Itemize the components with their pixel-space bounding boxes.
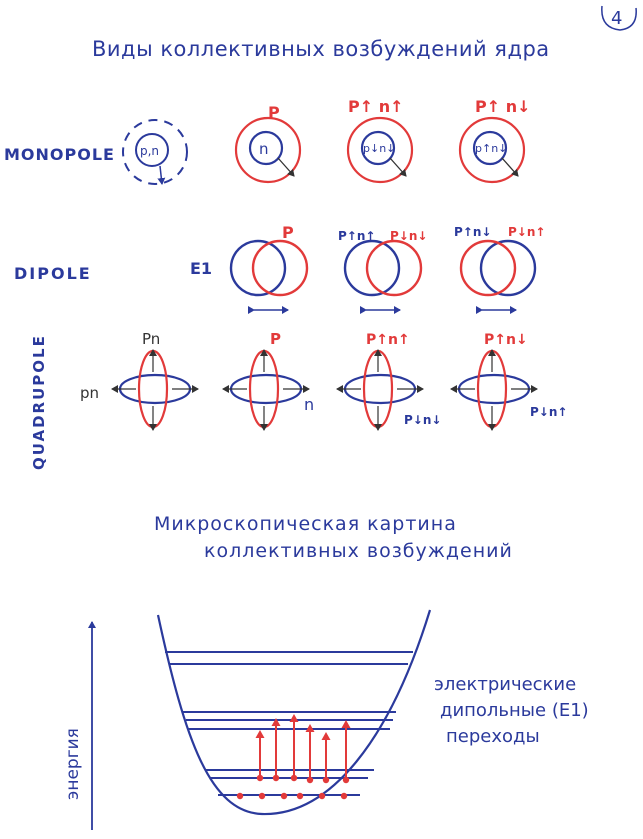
nucleus-circle xyxy=(135,133,169,167)
quadrupole-cell-0: Pn pn xyxy=(80,330,199,431)
monopole-label: MONOPOLE xyxy=(4,145,115,164)
dipole-left-label: P↑n↑ xyxy=(338,229,375,243)
inner-label: n xyxy=(259,140,269,158)
particles xyxy=(236,774,350,800)
micro-title-line2: коллективных возбуждений xyxy=(204,540,513,562)
quad-bottom-label: P↓n↑ xyxy=(530,405,567,419)
energy-levels xyxy=(165,651,413,796)
quad-top-label: P↑n↑ xyxy=(366,332,410,348)
potential-well xyxy=(156,609,432,816)
quadrupole-label: QUADRUPOLE xyxy=(30,334,48,470)
neutron-sphere xyxy=(229,239,287,297)
neutron-sphere xyxy=(343,239,401,297)
particle-dot xyxy=(342,776,350,784)
particle-dot xyxy=(280,792,288,800)
quad-bottom-label: P↓n↓ xyxy=(404,413,441,427)
particle-dot xyxy=(256,774,264,782)
monopole-top-label: P↑ n↑ xyxy=(348,97,404,116)
proton-sphere xyxy=(459,239,517,297)
particle-dot xyxy=(322,776,330,784)
proton-circle xyxy=(346,116,414,184)
dipole-cell-0: P xyxy=(229,223,309,314)
inner-label: p↓n↓ xyxy=(363,142,395,155)
transitions-label-line3: переходы xyxy=(446,726,540,747)
inner-label: p↑n↓ xyxy=(475,142,507,155)
e1-label: E1 xyxy=(190,259,212,278)
proton-circle xyxy=(458,116,526,184)
neutron-sphere xyxy=(479,239,537,297)
dipole-right-label: P↓n↑ xyxy=(508,225,545,239)
energy-axis: энергия xyxy=(63,621,96,830)
particle-dot xyxy=(236,792,244,800)
proton-sphere xyxy=(365,239,423,297)
monopole-cell-3: P↑ n↓ p↑n↓ xyxy=(458,97,531,184)
micro-title-line1: Микроскопическая картина xyxy=(154,513,457,535)
quadrupole-cell-2: P↑n↑ P↓n↓ xyxy=(336,332,441,431)
proton-circle xyxy=(234,116,302,184)
transitions xyxy=(255,714,351,778)
quad-right-label: n xyxy=(304,395,314,414)
quad-left-label: pn xyxy=(80,384,99,402)
monopole-cell-1: P n xyxy=(234,103,302,184)
transitions-label-line2: дипольные (E1) xyxy=(440,700,589,721)
particle-dot xyxy=(340,792,348,800)
dipole-cell-2: P↑n↓ P↓n↑ xyxy=(454,225,545,314)
quad-top-label: P xyxy=(270,330,281,348)
particle-dot xyxy=(296,792,304,800)
dipole-right-label: P↓n↓ xyxy=(390,229,427,243)
particle-dot xyxy=(272,774,280,782)
dipole-cell-1: P↑n↑ P↓n↓ xyxy=(338,229,427,314)
quadrupole-cell-1: P n xyxy=(222,330,314,431)
dipole-right-label: P xyxy=(282,223,294,242)
page-title: Виды коллективных возбуждений ядра xyxy=(92,37,550,61)
monopole-cell-2: P↑ n↑ p↓n↓ xyxy=(346,97,414,184)
monopole-cell-0: p,n xyxy=(122,119,188,185)
page-number: 4 xyxy=(601,5,637,31)
quadrupole-cell-3: P↑n↓ P↓n↑ xyxy=(450,332,567,431)
dipole-label: DIPOLE xyxy=(14,264,92,283)
particle-dot xyxy=(318,792,326,800)
particle-dot xyxy=(258,792,266,800)
quad-top-label: Pn xyxy=(142,330,160,348)
neutron-circle xyxy=(360,130,396,166)
quad-top-label: P↑n↓ xyxy=(484,332,528,348)
page-number-text: 4 xyxy=(611,8,622,29)
particle-dot xyxy=(306,776,314,784)
nucleus-label: p,n xyxy=(140,144,159,158)
energy-axis-label: энергия xyxy=(63,728,83,800)
dipole-left-label: P↑n↓ xyxy=(454,225,491,239)
proton-sphere xyxy=(251,239,309,297)
monopole-top-label: P↑ n↓ xyxy=(475,97,531,116)
particle-dot xyxy=(290,774,298,782)
neutron-circle xyxy=(472,130,508,166)
dashed-outer-circle xyxy=(122,119,188,185)
neutron-circle xyxy=(248,130,284,166)
transitions-label-line1: электрические xyxy=(434,674,576,695)
